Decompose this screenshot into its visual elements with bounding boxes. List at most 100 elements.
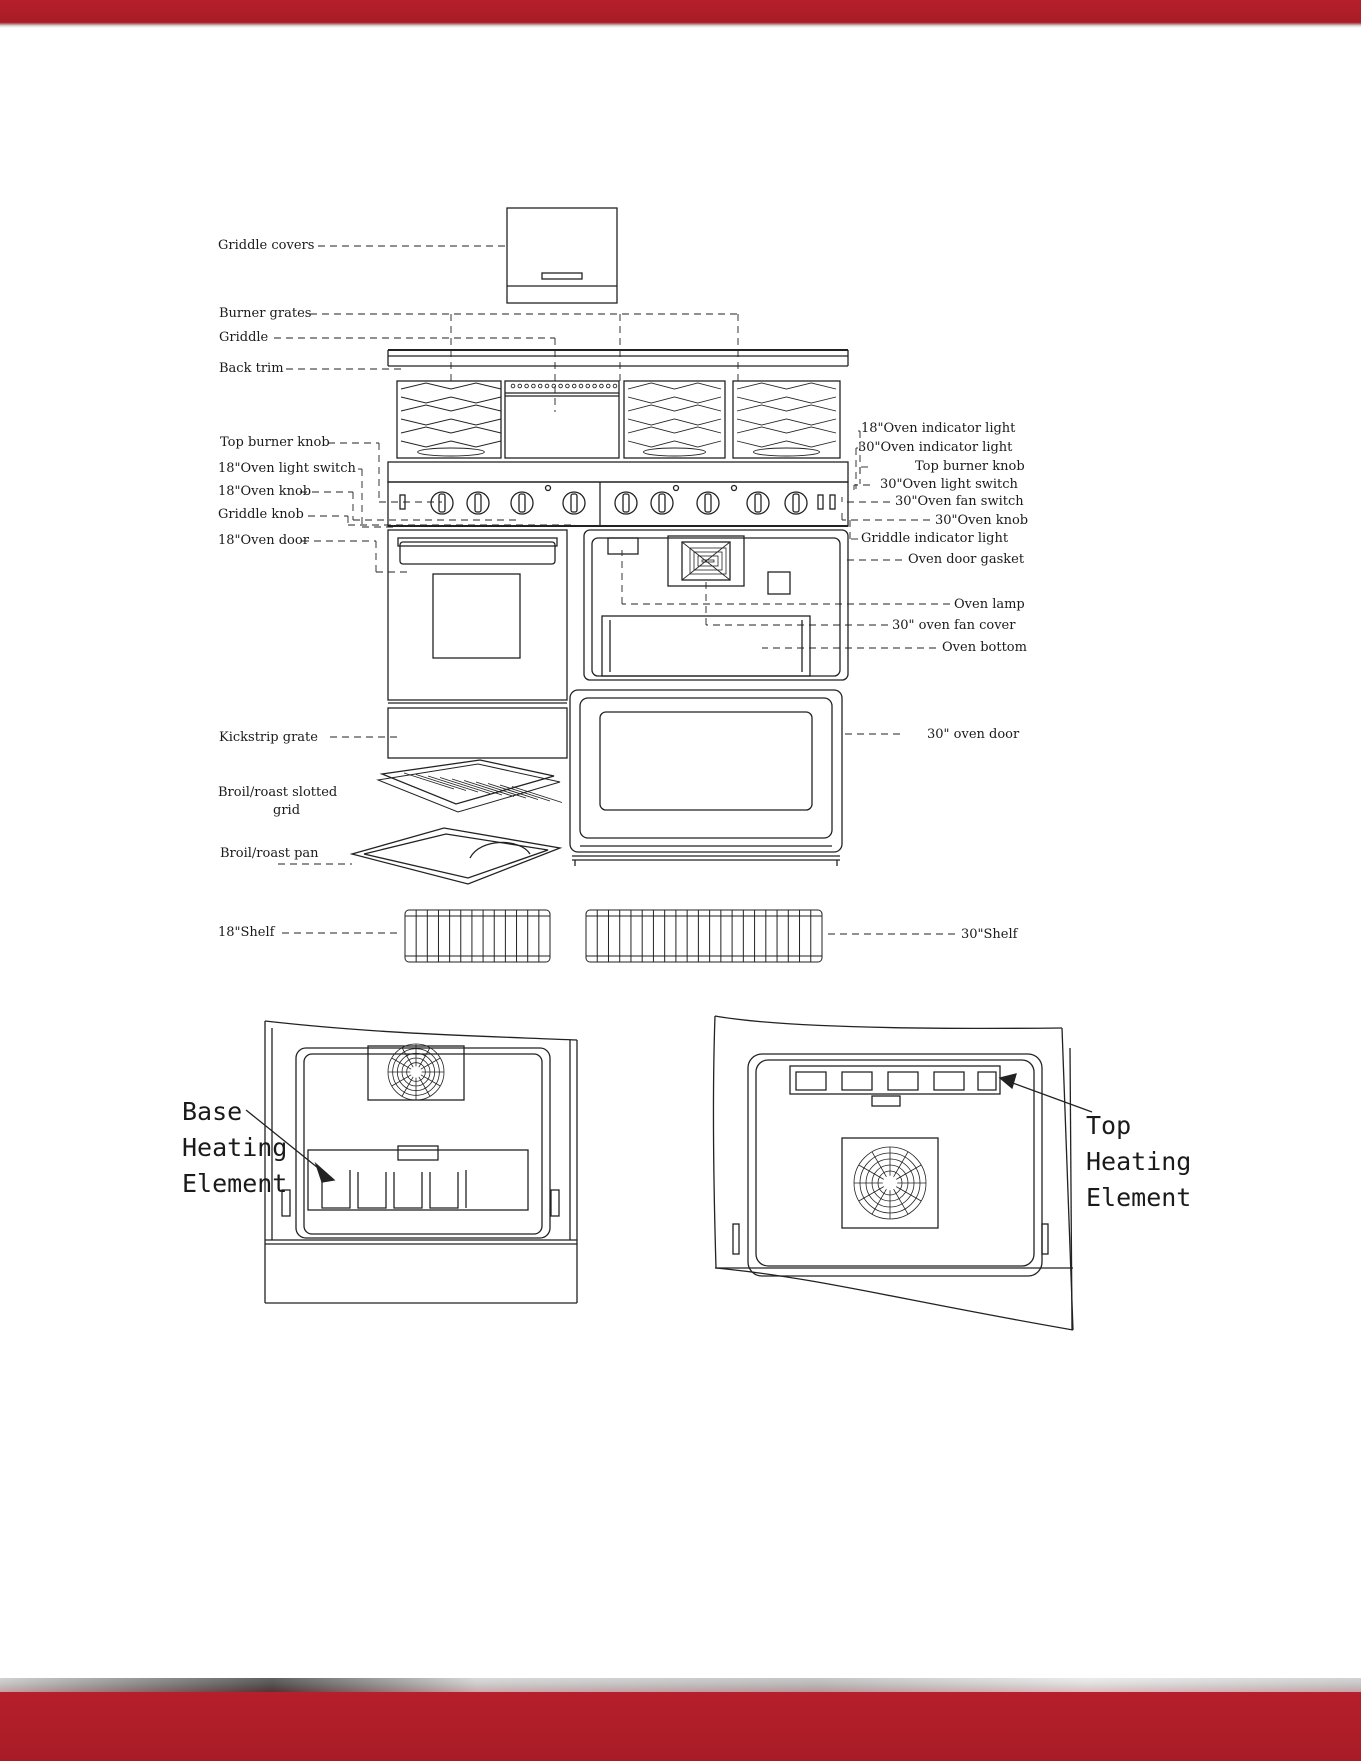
griddle-stud	[571, 383, 577, 389]
oven30-fan-cover-drawing	[681, 541, 731, 581]
top-heating-line-3: Element	[1086, 1183, 1192, 1212]
base-heating-inset-drawing	[264, 1020, 578, 1304]
grate-wave	[400, 396, 502, 404]
indicator-light	[672, 484, 680, 492]
label-kickstrip-grate: Kickstrip grate	[219, 730, 318, 745]
grate-wave	[736, 404, 837, 412]
knob-grip	[704, 493, 712, 513]
top-heating-line-1: Top	[1086, 1111, 1132, 1140]
griddle-stud	[585, 383, 591, 389]
grate-wave	[400, 382, 502, 390]
grate-wave	[736, 426, 837, 434]
griddle-stud	[578, 383, 584, 389]
griddle-stud	[605, 383, 611, 389]
knob	[650, 491, 674, 515]
fan-ring	[689, 547, 727, 575]
griddle-stud	[592, 383, 597, 389]
broil-slot	[427, 775, 479, 793]
knob-grip	[658, 493, 666, 513]
label-broil-roast-pan: Broil/roast pan	[220, 846, 319, 861]
fan-spoke	[858, 1186, 884, 1202]
griddle-stud	[599, 383, 604, 389]
knob-grip	[622, 493, 630, 513]
knob	[562, 491, 586, 515]
fan-spoke	[420, 1074, 441, 1087]
label-30-oven-fan-cover: 30" oven fan cover	[892, 618, 1016, 633]
control-knobs-drawing	[399, 484, 836, 515]
indicator-light	[730, 484, 738, 492]
label-top-burner-knob-right: Top burner knob	[915, 459, 1025, 474]
grate-wave	[627, 404, 722, 412]
label-18-oven-light-switch: 18"Oven light switch	[218, 461, 356, 476]
knob-grip	[754, 493, 762, 513]
griddle-stud	[537, 383, 543, 389]
label-oven-bottom: Oven bottom	[942, 640, 1027, 655]
fan-spoke	[871, 1151, 887, 1177]
broil-slot	[415, 774, 467, 791]
broil-pan-drawing	[349, 827, 563, 885]
griddle-cover-drawing	[506, 207, 618, 304]
fan-spoke	[418, 1076, 431, 1097]
top-heating-inset-drawing	[712, 1015, 1074, 1331]
grate-wave	[627, 418, 722, 426]
label-griddle-indicator-light: Griddle indicator light	[861, 531, 1009, 546]
fan-spoke	[858, 1164, 884, 1180]
broil-slot	[439, 777, 491, 794]
fan-spoke	[401, 1047, 414, 1068]
knob-grip	[474, 493, 482, 513]
grate-wave	[400, 426, 502, 434]
label-griddle: Griddle	[219, 330, 269, 345]
leader-lines	[274, 245, 955, 935]
griddle-stud	[517, 383, 523, 389]
knob	[430, 491, 454, 515]
burner-grates-pattern	[400, 382, 837, 457]
grate-wave	[627, 440, 722, 448]
shelves-drawing	[404, 909, 823, 963]
label-30-shelf: 30"Shelf	[961, 927, 1018, 942]
fan-spoke	[896, 1164, 922, 1180]
knob-grip	[792, 493, 800, 513]
fan-spoke	[893, 1189, 909, 1215]
label-broil-roast-slotted-grid: grid	[273, 803, 301, 818]
switch	[829, 494, 836, 510]
griddle-stud	[558, 383, 563, 389]
label-top-heating-element: Top Heating Element	[1086, 1108, 1191, 1216]
fan-ring	[697, 555, 719, 567]
grate-wave	[400, 404, 502, 412]
grate-wave	[736, 418, 837, 426]
shelf-frame	[404, 909, 551, 963]
griddle-stud	[524, 383, 529, 389]
label-back-trim: Back trim	[219, 361, 284, 376]
oven18-drawing	[387, 529, 568, 759]
label-30-oven-knob: 30"Oven knob	[935, 513, 1029, 528]
header-band	[0, 0, 1361, 28]
fan-diag	[681, 541, 731, 581]
fan-spoke	[896, 1186, 922, 1202]
knob-grip	[438, 493, 446, 513]
griddle-stud	[551, 383, 557, 389]
base-heating-line-3: Element	[182, 1169, 288, 1198]
griddle-stud	[544, 383, 550, 389]
label-griddle-knob: Griddle knob	[218, 507, 304, 522]
knob	[466, 491, 490, 515]
knob	[746, 491, 770, 515]
fan-spoke	[391, 1057, 412, 1070]
knob	[784, 491, 808, 515]
fan-spoke	[893, 1151, 909, 1177]
base-heating-line-2: Heating	[182, 1133, 288, 1162]
indicator-light	[544, 484, 552, 492]
label-top-burner-knob-left: Top burner knob	[220, 435, 330, 450]
footer-band	[0, 1678, 1361, 1761]
griddle-stud	[565, 383, 570, 389]
label-18-oven-indicator-light: 18"Oven indicator light	[861, 421, 1016, 436]
burner-cap	[417, 447, 485, 457]
broil-slot	[499, 784, 551, 802]
switch	[817, 494, 824, 510]
fan-spoke	[420, 1057, 441, 1070]
cooktop-drawing	[387, 349, 849, 527]
knob	[510, 491, 534, 515]
broil-slot	[487, 783, 539, 800]
grate-wave	[400, 418, 502, 426]
base-heating-line-1: Base	[182, 1097, 243, 1126]
grate-wave	[400, 440, 502, 448]
